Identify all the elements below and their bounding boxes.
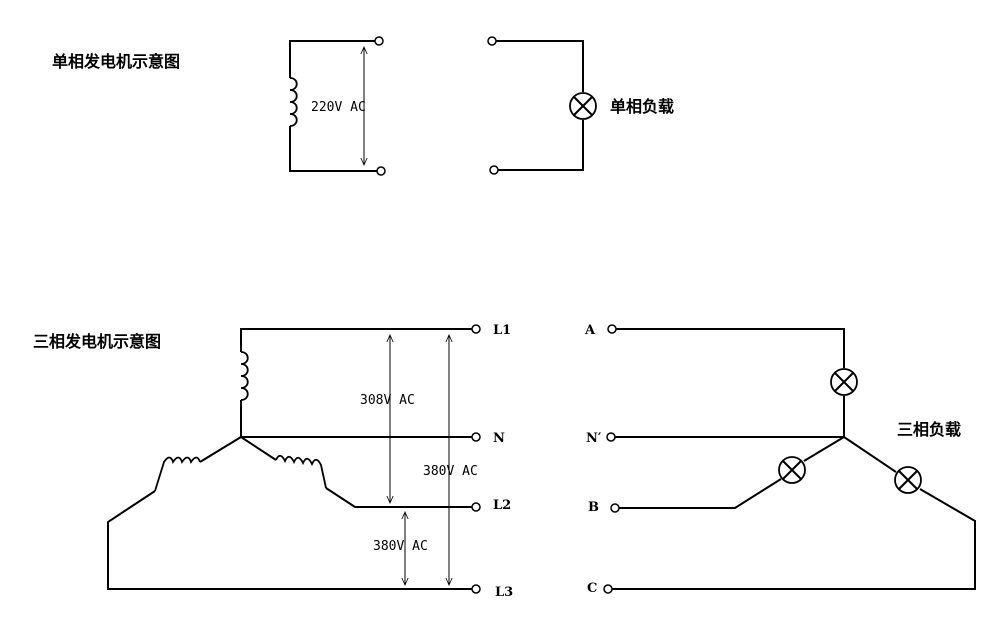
- single-phase-bottom-wire: [289, 126, 378, 172]
- three-phase-generator: 三相发电机示意图 308V AC 380V AC 380V AC L1 N L2…: [33, 323, 513, 600]
- terminal-label-n: N: [493, 431, 505, 446]
- single-load-terminal-top: [487, 36, 497, 46]
- terminal-label-l1: L1: [493, 323, 511, 338]
- single-phase-terminal-top: [374, 36, 384, 46]
- load-terminal-label-n: N′: [586, 431, 602, 446]
- single-phase-generator: 单相发电机示意图 220V AC: [52, 36, 386, 176]
- single-phase-load: 单相负载: [487, 36, 674, 175]
- l3-wire: [107, 490, 472, 590]
- three-phase-load-label: 三相负载: [897, 420, 961, 439]
- l3-coil-icon: [154, 456, 201, 492]
- single-phase-voltage-label: 220V AC: [311, 100, 366, 115]
- terminal-label-l3: L3: [495, 585, 513, 600]
- single-load-lamp-icon: [569, 92, 597, 120]
- terminal-l2: [471, 502, 481, 512]
- single-load-terminal-bottom: [489, 165, 499, 175]
- load-c-lead: [843, 436, 897, 473]
- single-phase-title: 单相发电机示意图: [52, 52, 180, 71]
- load-lamp-c-icon: [894, 466, 922, 494]
- l2-coil-icon: [275, 454, 327, 489]
- l3-lead-a: [199, 436, 242, 463]
- load-b-lead: [803, 436, 845, 462]
- three-phase-load: A N′ B C 三相负载: [584, 323, 976, 596]
- load-terminal-label-c: C: [587, 581, 597, 596]
- load-terminal-c: [603, 584, 613, 594]
- l1-wire: [240, 328, 472, 352]
- load-lamp-a-icon: [830, 368, 858, 396]
- terminal-l3: [471, 584, 481, 594]
- terminal-l1: [471, 324, 481, 334]
- load-terminal-label-b: B: [588, 500, 599, 515]
- l2-wire: [325, 487, 472, 508]
- line-voltage-label-l2-l3: 380V AC: [373, 539, 428, 554]
- load-b-wire: [619, 478, 782, 509]
- load-terminal-b: [610, 503, 620, 513]
- load-terminal-label-a: A: [584, 323, 596, 338]
- terminal-label-l2: L2: [493, 498, 511, 513]
- single-load-bottom-wire: [496, 120, 584, 171]
- single-load-top-wire: [496, 40, 584, 92]
- phase-voltage-label: 308V AC: [360, 393, 415, 408]
- l1-coil-icon: [240, 351, 249, 401]
- load-terminal-n: [606, 432, 616, 442]
- load-lamp-b-icon: [778, 456, 806, 484]
- single-phase-terminal-bottom: [376, 166, 386, 176]
- three-phase-title: 三相发电机示意图: [33, 332, 161, 351]
- line-voltage-label-l1-l3: 380V AC: [423, 464, 478, 479]
- load-a-wire: [616, 328, 845, 368]
- single-phase-top-wire: [289, 40, 378, 78]
- load-c-wire: [612, 488, 976, 590]
- l2-lead-a: [240, 436, 277, 461]
- single-load-label: 单相负载: [610, 97, 674, 116]
- load-terminal-a: [607, 324, 617, 334]
- terminal-n: [471, 432, 481, 442]
- single-phase-coil-icon: [289, 77, 298, 127]
